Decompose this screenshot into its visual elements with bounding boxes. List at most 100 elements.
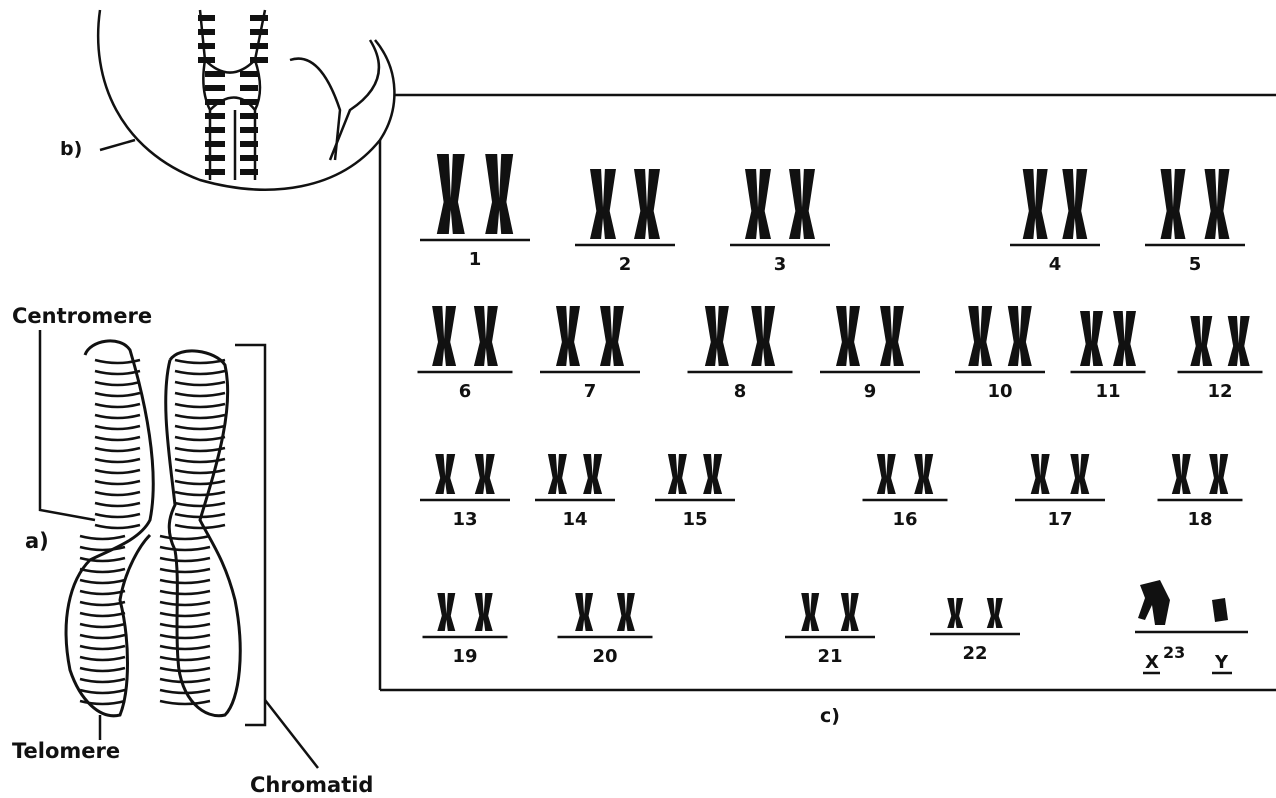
magnified-band bbox=[198, 29, 215, 35]
panel-c-label: c) bbox=[820, 705, 840, 727]
chromosome-mark bbox=[435, 454, 455, 494]
chromosome-pair: 4 bbox=[1010, 169, 1100, 275]
pair-number-label: 21 bbox=[817, 646, 842, 667]
chromosome-mark bbox=[634, 169, 660, 239]
chromosome-mark bbox=[877, 454, 896, 494]
chromatid-pointer bbox=[265, 700, 318, 768]
pair-number-label: 7 bbox=[584, 381, 597, 402]
chromosome-pair: 2 bbox=[575, 169, 675, 275]
magnified-band bbox=[240, 113, 258, 119]
pair-number-label: 5 bbox=[1189, 254, 1202, 275]
chromosome-mark bbox=[751, 306, 775, 366]
chromosome-pair: 6 bbox=[418, 306, 513, 402]
sex-number-label: 23 bbox=[1163, 643, 1185, 662]
panel-a-chromosome: Centromere a) Chromatid Telomere bbox=[12, 304, 373, 797]
magnified-band bbox=[250, 15, 268, 21]
magnified-band bbox=[205, 155, 225, 161]
chromosome-mark bbox=[1070, 454, 1089, 494]
chromosome-mark bbox=[914, 454, 933, 494]
band-stripe bbox=[95, 459, 140, 462]
magnified-chromosome bbox=[198, 10, 379, 180]
chromosome-mark bbox=[1205, 169, 1230, 239]
band-stripe bbox=[95, 470, 140, 473]
band-stripe bbox=[95, 503, 140, 506]
magnified-band bbox=[240, 71, 258, 77]
chromosome-pair: 21 bbox=[785, 593, 875, 667]
chromosome-mark bbox=[1228, 316, 1250, 366]
magnified-band bbox=[240, 99, 258, 105]
chromosome-mark bbox=[1031, 454, 1050, 494]
magnified-band bbox=[250, 57, 268, 63]
magnified-band bbox=[205, 141, 225, 147]
chromosome-pair: 19 bbox=[423, 593, 508, 667]
magnified-band bbox=[205, 85, 225, 91]
chromosome-mark bbox=[600, 306, 624, 366]
centromere-label: Centromere bbox=[12, 304, 152, 328]
band-stripe bbox=[95, 448, 140, 451]
band-stripe bbox=[80, 536, 125, 539]
magnified-band bbox=[240, 169, 258, 175]
chromosome-mark bbox=[548, 454, 567, 494]
magnified-band bbox=[250, 43, 268, 49]
band-stripe bbox=[80, 547, 125, 550]
chromosome-pair: 15 bbox=[655, 454, 735, 530]
pair-number-label: 2 bbox=[619, 254, 632, 275]
chromosome-mark bbox=[1113, 311, 1136, 366]
chromosome-mark bbox=[485, 154, 513, 234]
chromosome-mark bbox=[1209, 454, 1228, 494]
magnified-band bbox=[240, 127, 258, 133]
chromosome-mark bbox=[801, 593, 819, 631]
pair-number-label: 9 bbox=[864, 381, 877, 402]
x-chromosome-mark bbox=[1138, 580, 1170, 625]
panel-b-label: b) bbox=[60, 138, 82, 160]
chromosome-mark bbox=[789, 169, 815, 239]
telomere-label: Telomere bbox=[12, 739, 120, 763]
pair-number-label: 14 bbox=[562, 509, 587, 530]
chromosome-mark bbox=[437, 593, 455, 631]
chromosome-mark bbox=[1062, 169, 1087, 239]
chromosome-mark bbox=[437, 154, 465, 234]
chromatid-label: Chromatid bbox=[250, 773, 373, 797]
chromosome-pair: 13 bbox=[420, 454, 510, 530]
chromosome-pair: 5 bbox=[1145, 169, 1245, 275]
pair-number-label: 18 bbox=[1187, 509, 1212, 530]
chromosome-mark bbox=[556, 306, 580, 366]
chromosome-pair: 12 bbox=[1178, 316, 1263, 402]
pair-number-label: 11 bbox=[1095, 381, 1120, 402]
chromosome-mark bbox=[745, 169, 771, 239]
magnified-band bbox=[240, 85, 258, 91]
chromosome-mark bbox=[474, 306, 498, 366]
chromosome-mark bbox=[841, 593, 859, 631]
chromosome-pair: 7 bbox=[540, 306, 640, 402]
y-label: Y bbox=[1214, 652, 1229, 673]
chromosome-pair: 18 bbox=[1158, 454, 1243, 530]
magnified-band bbox=[205, 71, 225, 77]
pair-number-label: 4 bbox=[1049, 254, 1062, 275]
chromosome-mark bbox=[1008, 306, 1032, 366]
panel-b-pointer bbox=[100, 140, 135, 150]
sex-chromosomes: X 23 Y bbox=[1135, 580, 1248, 673]
pair-number-label: 10 bbox=[987, 381, 1012, 402]
chromosome-mark bbox=[668, 454, 687, 494]
pair-number-label: 8 bbox=[734, 381, 747, 402]
magnified-band bbox=[240, 155, 258, 161]
chromosome-pair: 9 bbox=[820, 306, 920, 402]
chromosome-mark bbox=[1023, 169, 1048, 239]
band-stripe bbox=[95, 492, 140, 495]
chromosome-mark bbox=[475, 593, 493, 631]
pair-number-label: 6 bbox=[459, 381, 472, 402]
chromosome-pair: 8 bbox=[688, 306, 793, 402]
band-stripe bbox=[160, 701, 210, 704]
chromosome-mark bbox=[1172, 454, 1191, 494]
pair-number-label: 17 bbox=[1047, 509, 1072, 530]
panel-c-karyotype: 12345678910111213141516171819202122 bbox=[418, 154, 1263, 667]
chromosome-mark bbox=[475, 454, 495, 494]
chromosome-pair: 11 bbox=[1071, 311, 1146, 402]
chromosome-pair: 22 bbox=[930, 598, 1020, 664]
chromosome-pair: 16 bbox=[863, 454, 948, 530]
magnified-band bbox=[205, 113, 225, 119]
pair-number-label: 3 bbox=[774, 254, 787, 275]
uncoiled-strand bbox=[290, 59, 340, 160]
pair-number-label: 16 bbox=[892, 509, 917, 530]
